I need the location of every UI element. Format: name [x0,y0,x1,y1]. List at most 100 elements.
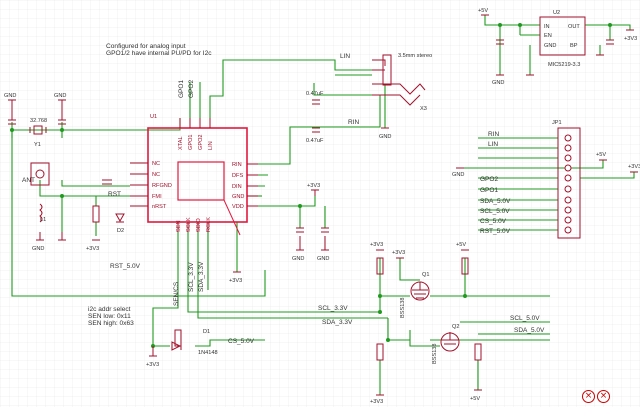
ic-u1[interactable] [130,118,258,236]
config-note-line1: Configured for analog input [106,43,186,50]
crystal-name: Y1 [34,142,41,148]
header-pin-cs: CS_5.0V [480,218,507,225]
pin-gpo1: GPO1 [188,134,194,150]
p5v-label-r4: +5V [470,396,480,402]
symbols [8,16,614,361]
pin-fmi: FMI [152,194,162,200]
p33-label-r1: +3V3 [370,242,383,248]
header-pin-rst: RST_5.0V [480,228,511,235]
net-cs-5v: CS_5.0V [228,338,255,345]
config-note-line2: GPO1/2 have internal PU/PD for I2c [106,49,212,57]
net-scl-vert: SCL_3.3V [188,262,195,292]
reg-pin-bp: BP [570,43,578,49]
pin-dfs: DFS [232,173,243,179]
header-pin-scl: SCL_5.0V [480,208,510,215]
pin-rfgnd: RFGND [152,183,172,189]
gnd-label-reg: GND [492,80,504,86]
gnd-label-1: GND [4,93,16,99]
i2c-note-line1: i2c addr select [88,306,131,313]
jack-label: 3.5mm stereo [398,53,432,59]
inductor-name: L1 [40,217,46,223]
p33-label-bottom: +3V3 [229,278,242,284]
pin-sen: SEN [176,220,182,232]
p33-label-r3: +3V3 [370,399,383,405]
header-pin-lin: LIN [488,141,498,148]
header-pin-gpo1: GPO1 [480,187,498,194]
p33-label-q1: +3V3 [392,250,405,256]
header-pin-gpo2: GPO2 [480,176,498,183]
net-labels: LIN RIN RST RST_5.0V ANT SCL_3.3V SDA_3.… [22,53,545,345]
gnd-label-3: GND [32,246,44,252]
net-sen-cs: SEN/CS [173,281,180,306]
gnd-label-jack: GND [379,134,391,140]
p33-label-cs: +3V3 [146,362,159,368]
p5v-label-reg: +5V [478,8,488,14]
reg-pin-out: OUT [568,24,580,30]
net-gpo2: GPO2 [188,80,195,98]
cap-c4-value: 0.47uF [306,138,324,144]
net-rin: RIN [348,119,360,126]
net-scl-5v: SCL_5.0V [510,315,540,322]
pin-sclk: SCLK [186,217,192,232]
mosfet-q1-part: BSS138 [400,297,406,318]
diode-d2-name: D2 [117,228,124,234]
header-pin-rin: RIN [488,131,500,138]
wire-lin [209,59,372,118]
reg-pin-gnd: GND [544,43,556,49]
diode-d1-name: D1 [203,329,210,335]
pin-gnd: GND [232,194,244,200]
ic-name: U1 [150,114,157,120]
header-labels: RIN LIN GPO2 GPO1 SDA_5.0V SCL_5.0V CS_5… [480,131,511,235]
pin-rclk: RCLK [206,217,212,232]
i2c-note: i2c addr select SEN low: 0x11 SEN high: … [88,306,134,328]
header-name: JP1 [552,120,562,126]
power-labels: GND GND GND +3V3 GND GND +3V3 GND GND +5… [4,8,640,405]
crystal-value: 32.768 [30,118,47,124]
gnd-label-header: GND [452,172,464,178]
pin-nc-1: NC [152,161,160,167]
gnd-label-4: GND [292,256,304,262]
ic-pin-labels: NC NC RFGND FMI nRST RIN DFS DIN GND VDD… [150,114,244,232]
p33-label-header: +3V3 [628,164,640,170]
reg-pin-en: EN [544,33,552,39]
close-icon-2[interactable]: × [597,390,610,403]
p33-label-vdd: +3V3 [307,183,320,189]
net-sda-vert: SDA_3.3V [198,261,205,292]
wire-left-frame [11,130,266,297]
pin-vdd: VDD [232,204,244,210]
net-rst-5v: RST_5.0V [110,263,141,270]
pin-gpo2: GPO2 [198,134,204,150]
net-scl-3v3: SCL_3.3V [318,305,348,312]
p5v-label-r2: +5V [456,242,466,248]
mosfet-q2-part: BSS138 [432,343,438,364]
mosfet-q1-name: Q1 [422,272,429,278]
net-ant: ANT [22,177,35,184]
gnd-label-2: GND [54,93,66,99]
net-sda-3v3: SDA_3.3V [322,319,353,326]
p33-label-reg: +3V3 [624,36,637,42]
gnd-label-5: GND [317,256,329,262]
header-pin-sda: SDA_5.0V [480,198,511,205]
mosfet-q2-name: Q2 [452,324,459,330]
net-rst: RST [108,191,121,198]
pin-rin: RIN [232,162,242,168]
pin-sdio: SDIO [196,218,202,232]
i2c-note-line3: SEN high: 0x63 [88,319,134,327]
cap-c3-value: 0.47uF [306,91,324,97]
part-labels: 32.768 Y1 L1 D2 D1 1N4148 0.47uF 0.47uF … [30,10,580,364]
net-lin: LIN [340,53,350,60]
regulator-part: MIC5219-3.3 [548,62,580,68]
power-symbols [8,14,638,396]
pin-xtal: XTAL [178,136,184,150]
pin-nc-2: NC [152,172,160,178]
close-icon[interactable]: × [582,390,595,403]
jack-name: X3 [420,106,427,112]
net-gpo1: GPO1 [178,80,185,98]
header-pins [564,134,572,234]
i2c-note-line2: SEN low: 0x11 [88,312,131,320]
wires [11,15,635,395]
pin-din: DIN [232,184,242,190]
